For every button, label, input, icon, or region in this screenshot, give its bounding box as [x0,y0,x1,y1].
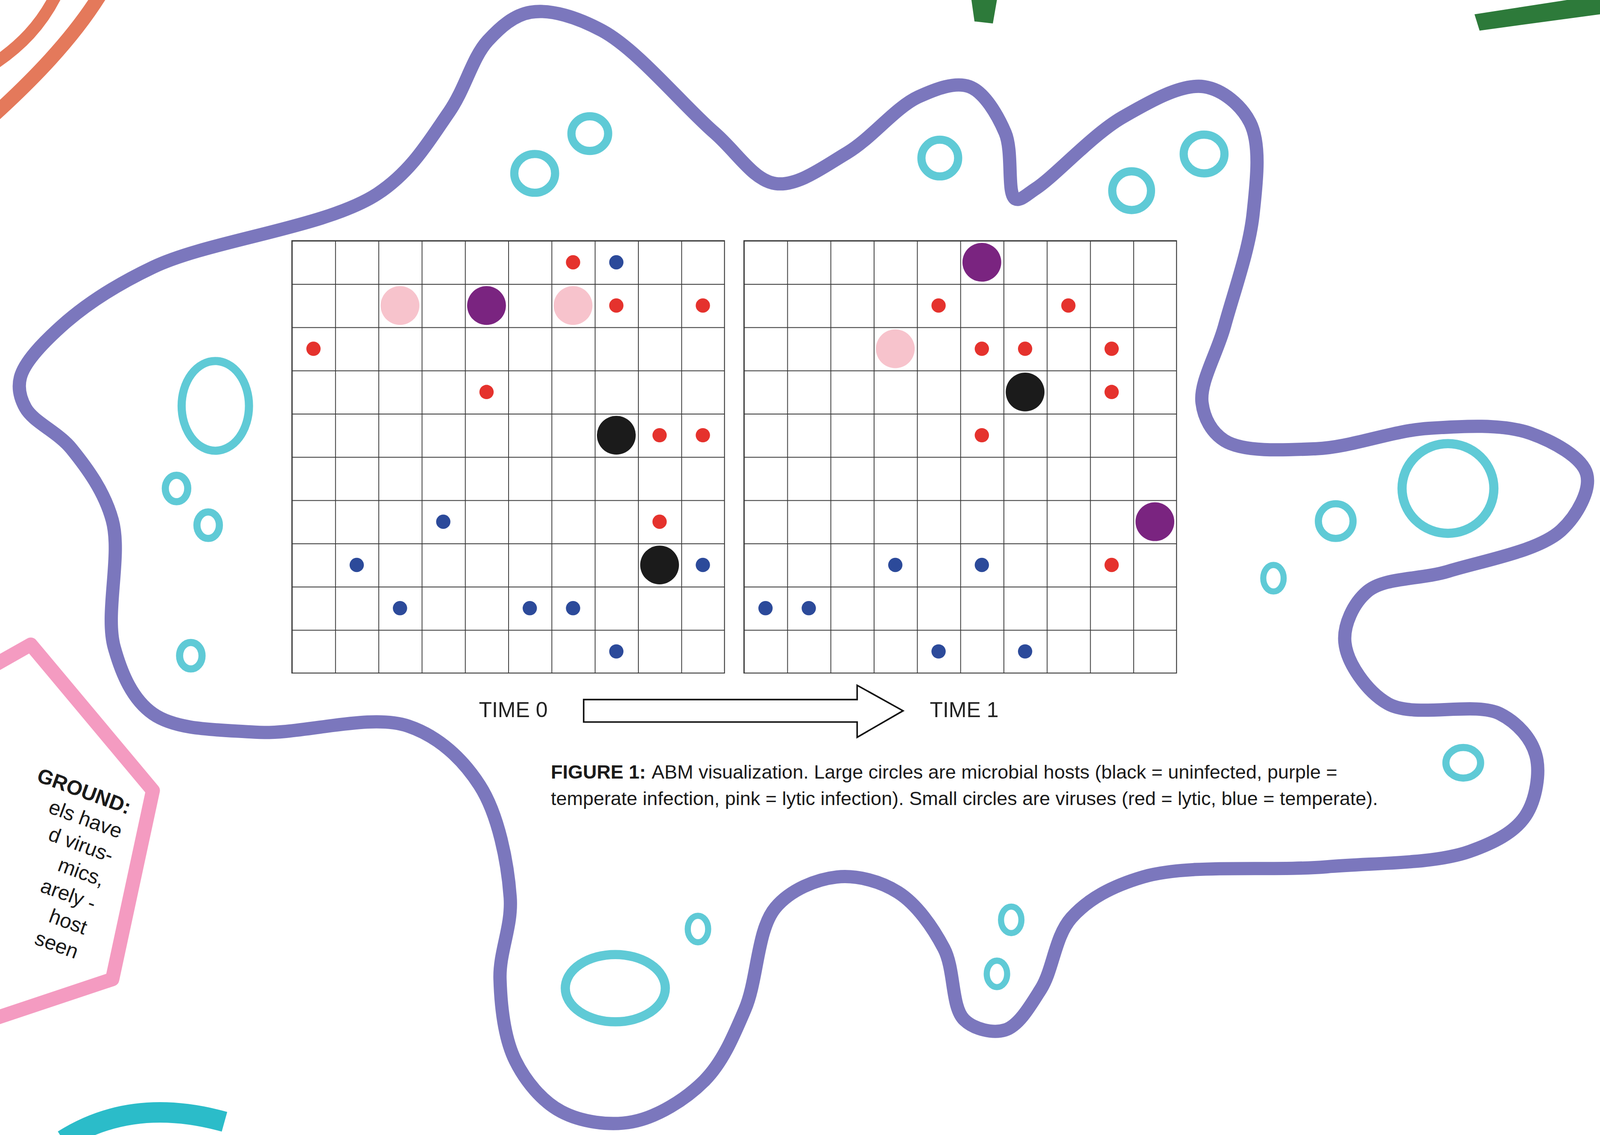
temperate-virus [931,644,946,659]
uninfected-host [640,545,679,585]
lytic-virus [609,298,624,313]
ring [165,475,188,502]
background-panel: GROUND:els have d virus- mics, arely -ho… [0,627,180,1034]
temperate-virus [609,644,624,659]
lytic-virus [1104,558,1119,573]
uninfected-host [1005,372,1045,412]
temperate-virus [974,558,989,573]
lytic-virus [652,428,667,443]
temperate-host [1135,502,1175,542]
ring [565,954,666,1023]
temperate-virus [565,601,580,616]
ring [571,116,609,151]
temperate-virus [1017,644,1033,659]
lytic-host [380,286,420,325]
grid-time-1 [743,240,1177,674]
figure-caption: ABM visualization. Large circles are mic… [550,761,1378,810]
temperate-host [467,286,507,325]
grid-0-agents [306,255,710,659]
ring [514,154,556,194]
temperate-virus [392,601,407,616]
figure-caption-block: FIGURE 1:ABM visualization. Large circle… [550,759,1418,813]
temperate-virus [435,514,451,530]
green-shape [1474,0,1600,31]
uninfected-host [596,415,636,455]
time-label: TIME 0 [478,697,548,723]
temperate-virus [758,601,773,616]
lytic-virus [652,514,667,530]
ring [1318,503,1353,539]
temperate-virus [695,558,710,573]
time-arrow [583,685,904,738]
lytic-virus [1104,341,1119,356]
lytic-host [553,286,593,325]
ring [1263,565,1284,592]
temperate-virus [609,255,624,270]
ring [1112,171,1152,211]
lytic-virus [931,298,946,313]
ring [179,642,203,670]
lytic-virus [695,428,710,443]
lytic-virus [479,385,494,400]
temperate-virus [801,601,816,616]
lytic-host [875,329,915,369]
ring [1000,906,1022,934]
lytic-virus [565,255,580,270]
lytic-virus [1017,341,1033,356]
bubble-rings [165,116,1494,1022]
lytic-virus [1104,385,1119,400]
cell-outline [19,11,1588,1124]
lytic-virus [974,341,989,356]
lytic-virus [974,428,989,443]
temperate-virus [349,558,364,573]
orange-arc [0,0,100,115]
ring [921,139,959,177]
ring [181,361,249,451]
grid-time-0 [291,240,725,674]
green-shape [971,0,998,24]
temperate-virus [888,558,903,573]
ring [196,511,220,539]
ring [986,960,1008,988]
lytic-virus [1061,298,1076,313]
figure-number: FIGURE 1: [550,761,647,784]
time-label: TIME 1 [929,697,999,723]
temperate-virus [522,601,537,616]
ring [687,915,709,943]
lytic-virus [306,341,321,356]
lytic-virus [695,298,710,313]
ring [1401,443,1494,534]
grid-1-agents [758,242,1175,659]
teal-arc [63,1112,225,1135]
orange-arc [0,0,56,64]
ring [1183,134,1225,174]
hexagon-shape [0,644,153,1021]
temperate-host [962,242,1002,282]
ring [1445,747,1481,779]
